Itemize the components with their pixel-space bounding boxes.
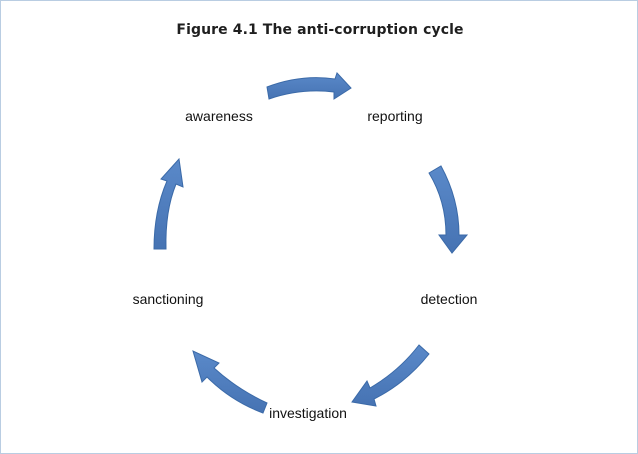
- stage-reporting: reporting: [367, 108, 422, 124]
- arrow-investigation-to-sanctioning: [192, 350, 268, 414]
- figure-title: Figure 4.1 The anti-corruption cycle: [176, 22, 464, 38]
- stage-detection: detection: [421, 291, 478, 307]
- arrow-reporting-to-detection: [428, 165, 469, 254]
- arrow-awareness-to-reporting: [266, 72, 352, 100]
- arrow-detection-to-investigation: [351, 344, 430, 407]
- arrow-sanctioning-to-awareness: [153, 157, 184, 250]
- stage-sanctioning: sanctioning: [133, 291, 204, 307]
- stage-awareness: awareness: [185, 108, 253, 124]
- stage-investigation: investigation: [269, 405, 347, 421]
